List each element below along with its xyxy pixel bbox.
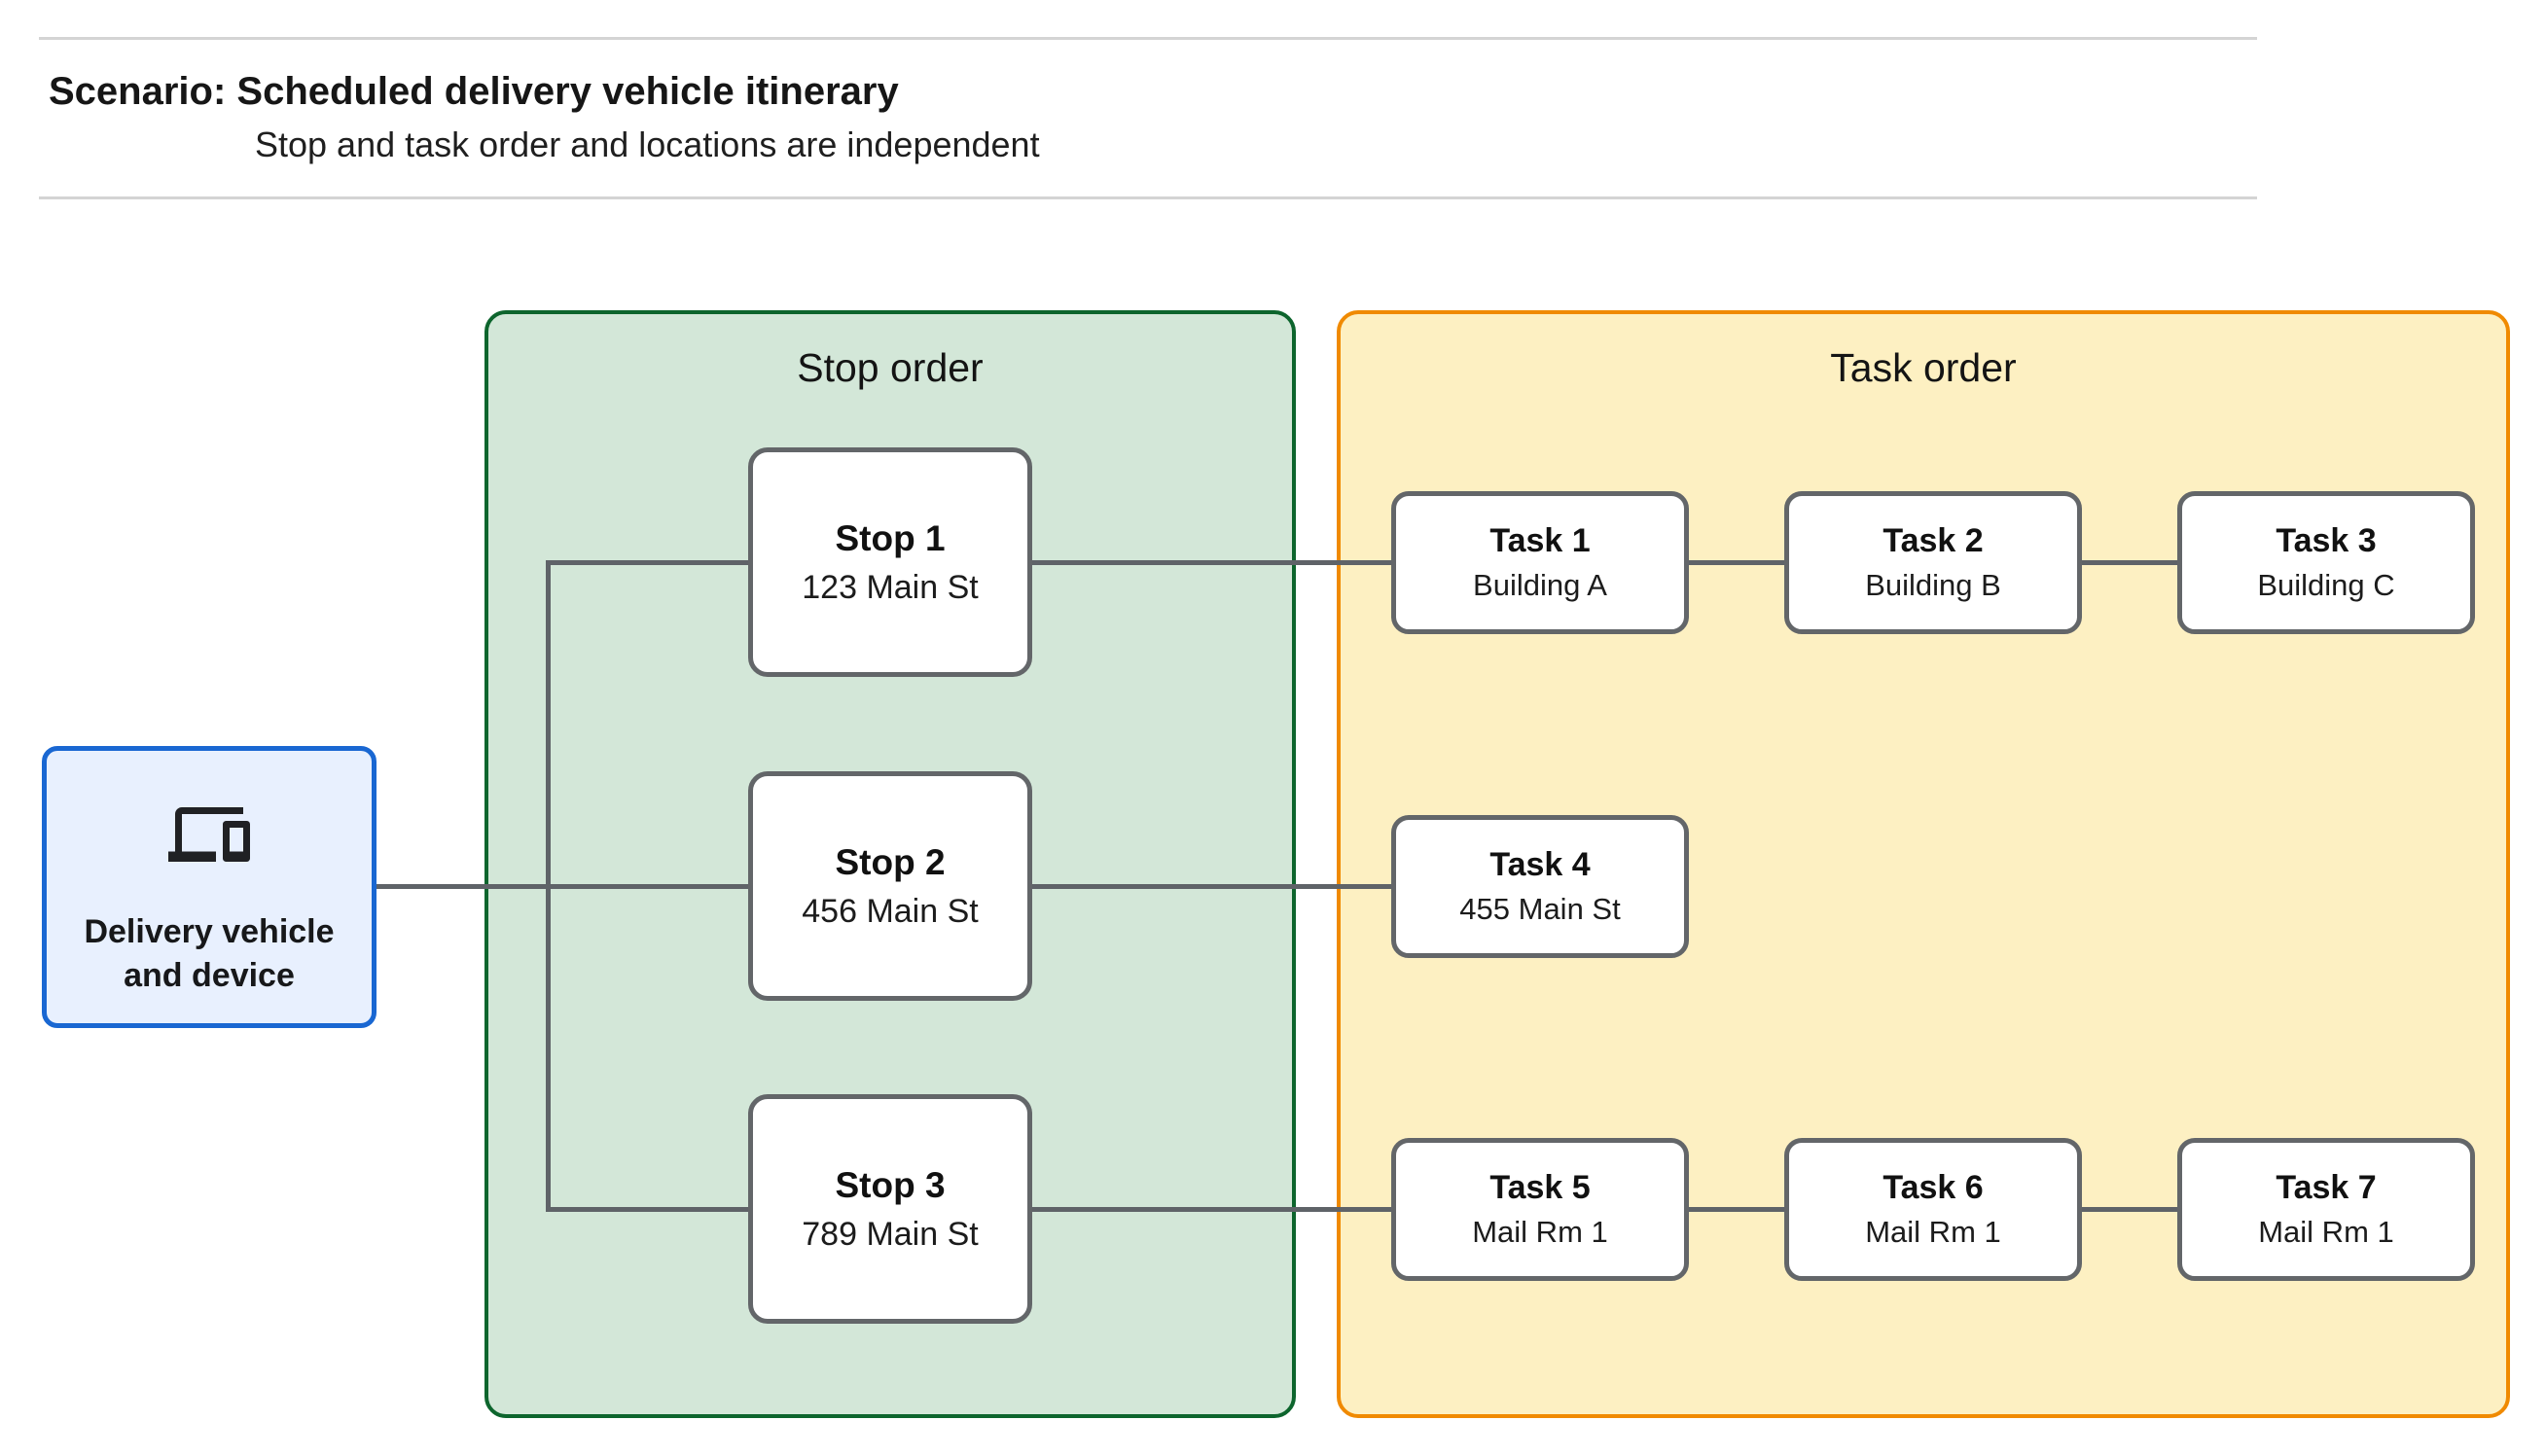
task-order-panel-title: Task order	[1830, 345, 2017, 390]
stop-1-address: 123 Main St	[802, 568, 979, 606]
task-5-title: Task 5	[1489, 1169, 1591, 1206]
delivery-vehicle-node: Delivery vehicle and device	[42, 746, 377, 1028]
task-7-title: Task 7	[2276, 1169, 2377, 1206]
task-7-location: Mail Rm 1	[2258, 1215, 2394, 1249]
connector-stop1-to-task1	[1032, 560, 1393, 565]
stop-3-title: Stop 3	[835, 1164, 946, 1205]
stop-order-panel-title: Stop order	[797, 345, 984, 390]
top-divider	[39, 37, 2257, 40]
task-2-node: Task 2 Building B	[1784, 491, 2082, 634]
page-title: Scenario: Scheduled delivery vehicle iti…	[49, 70, 899, 113]
delivery-vehicle-label: Delivery vehicle and device	[84, 913, 335, 994]
connector-task2-to-task3	[2082, 560, 2177, 565]
connector-stop3-to-task5	[1032, 1207, 1393, 1212]
task-4-title: Task 4	[1489, 846, 1591, 883]
stop-2-address: 456 Main St	[802, 892, 979, 930]
task-3-title: Task 3	[2276, 522, 2377, 559]
task-5-location: Mail Rm 1	[1472, 1215, 1608, 1249]
stop-2-node: Stop 2 456 Main St	[748, 771, 1032, 1001]
task-3-node: Task 3 Building C	[2177, 491, 2475, 634]
task-6-location: Mail Rm 1	[1865, 1215, 2001, 1249]
stop-1-title: Stop 1	[835, 517, 946, 558]
task-5-node: Task 5 Mail Rm 1	[1391, 1138, 1689, 1281]
stop-2-title: Stop 2	[835, 841, 946, 882]
stop-1-node: Stop 1 123 Main St	[748, 447, 1032, 677]
task-3-location: Building C	[2257, 568, 2395, 602]
connector-task1-to-task2	[1689, 560, 1784, 565]
devices-icon	[168, 807, 250, 862]
connector-task6-to-task7	[2082, 1207, 2177, 1212]
task-4-node: Task 4 455 Main St	[1391, 815, 1689, 958]
connector-trunk-vertical	[546, 560, 551, 1212]
connector-stop2-to-task4	[1032, 884, 1393, 889]
task-4-location: 455 Main St	[1459, 892, 1621, 926]
task-2-location: Building B	[1865, 568, 2001, 602]
page-subtitle: Stop and task order and locations are in…	[255, 124, 1040, 164]
connector-trunk-to-stop3	[546, 1207, 750, 1212]
header-divider	[39, 196, 2257, 199]
task-1-node: Task 1 Building A	[1391, 491, 1689, 634]
task-6-title: Task 6	[1883, 1169, 1984, 1206]
task-1-title: Task 1	[1489, 522, 1591, 559]
task-6-node: Task 6 Mail Rm 1	[1784, 1138, 2082, 1281]
task-2-title: Task 2	[1883, 522, 1984, 559]
connector-vehicle-to-stop2	[376, 884, 748, 889]
stop-3-address: 789 Main St	[802, 1215, 979, 1253]
task-1-location: Building A	[1473, 568, 1607, 602]
task-7-node: Task 7 Mail Rm 1	[2177, 1138, 2475, 1281]
connector-trunk-to-stop1	[546, 560, 750, 565]
stop-3-node: Stop 3 789 Main St	[748, 1094, 1032, 1324]
connector-task5-to-task6	[1689, 1207, 1784, 1212]
